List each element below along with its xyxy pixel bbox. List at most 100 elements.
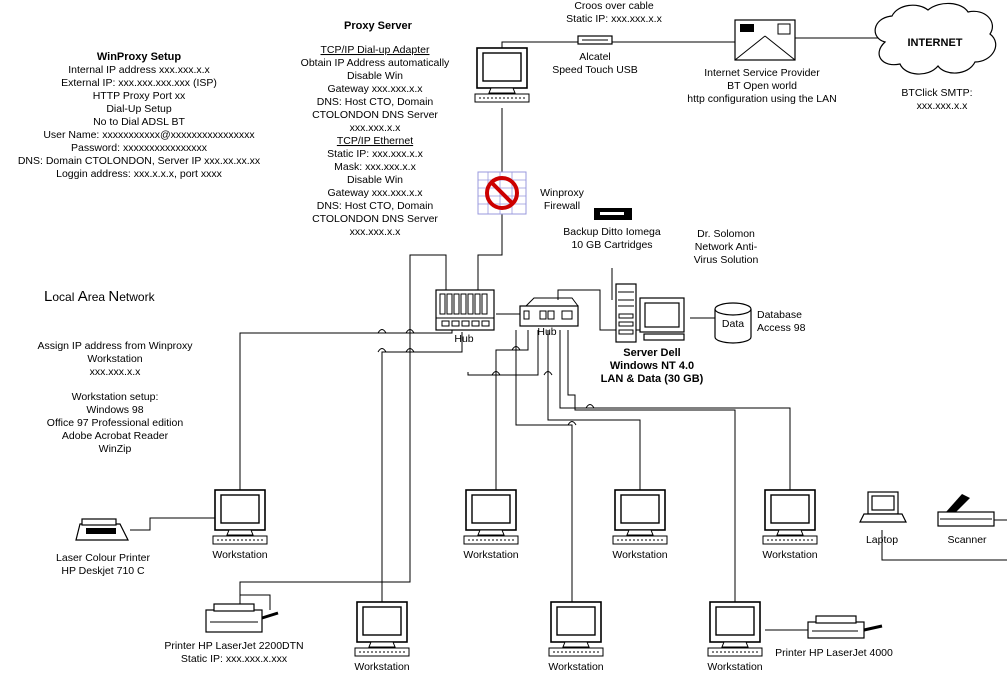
ethernet-line: Static IP: xxx.xxx.x.x [327,148,423,160]
winproxy-line: Loggin address: xxx.x.x.x, port xxxx [56,168,222,180]
workstation-computer-icon: Workstation [762,489,818,561]
ethernet-line: CTOLONDON DNS Server [312,213,438,225]
winproxy-line: Dial-Up Setup [106,103,172,115]
winproxy-line: User Name: xxxxxxxxxxx@xxxxxxxxxxxxxxxx [43,129,255,141]
modem-icon [577,35,613,45]
ws-setup-line: Adobe Acrobat Reader [62,430,169,442]
laptop-icon [859,491,907,523]
smtp-ip-label: xxx.xxx.x.x [917,100,969,112]
winproxy-line: Internal IP address xxx.xxx.x.x [68,64,210,76]
winproxy-line: Password: xxxxxxxxxxxxxxxx [71,142,208,154]
winproxy-line: HTTP Proxy Port xx [93,90,186,102]
dialup-line: xxx.xxx.x.x [350,122,402,134]
ws-setup-line: WinZip [99,443,132,455]
workstation-label: Workstation [463,549,518,561]
workstation-label: Workstation [612,549,667,561]
backup-drive-icon [594,208,632,220]
printer-4000-label: Printer HP LaserJet 4000 [775,647,893,659]
ws-setup-line: Windows 98 [86,404,143,416]
workstation-computer-icon: Workstation [612,489,668,561]
workstation-computer-icon: Workstation [212,489,268,561]
lan-rest: ocal [52,290,77,304]
main-hub-label: Hub [454,333,473,345]
database-label: Data [722,318,744,330]
workstation-label: Workstation [762,549,817,561]
ethernet-heading: TCP/IP Ethernet [337,135,413,147]
laser-colour-label: Laser Colour Printer [56,552,150,564]
dialup-line: Gateway xxx.xxx.x.x [327,83,423,95]
ethernet-line: Gateway xxx.xxx.x.x [327,187,423,199]
laser-colour-printer-icon [75,518,129,541]
firewall-type-label: Firewall [544,200,580,212]
isp-config-label: http configuration using the LAN [687,93,836,105]
workstation-label: Workstation [707,661,762,673]
proxy-server-title: Proxy Server [344,20,413,32]
workstation-label: Workstation [212,549,267,561]
ethernet-line: Disable Win [347,174,403,186]
second-hub-icon [519,297,579,327]
winproxy-line: No to Dial ADSL BT [93,116,185,128]
smtp-label: BTClick SMTP: [901,87,972,99]
workstation-computer-icon: Workstation [354,601,410,673]
workstation-label: Workstation [354,661,409,673]
assign-ip-label: Assign IP address from Winproxy [37,340,193,352]
database-version-label: Access 98 [757,322,806,334]
lan-title: Local Area Network [44,288,156,305]
scanner-icon [937,494,995,527]
modem-label: Alcatel [579,51,611,63]
proxy-server-computer-icon [474,47,530,103]
cable-label: Croos over cable [574,0,654,12]
winproxy-setup-title: WinProxy Setup [97,51,182,63]
workstation-computer-icon: Workstation [707,601,763,673]
workstation-label: Workstation [548,661,603,673]
isp-envelope-icon [734,19,796,61]
dialup-adapter-lines: Obtain IP Address automatically Disable … [301,57,450,134]
antivirus-label: Dr. Solomon [697,228,755,240]
ws-setup-line: Office 97 Professional edition [47,417,184,429]
second-hub-label: Hub [537,326,556,338]
firewall-label: Winproxy [540,187,585,199]
ethernet-line: xxx.xxx.x.x [350,226,402,238]
ws-setup-label: Workstation setup: [72,391,159,403]
dialup-line: Obtain IP Address automatically [301,57,450,69]
network-wires [130,37,1007,631]
internet-cloud: INTERNET [874,2,997,75]
winproxy-line: External IP: xxx.xxx.xxx.xxx (ISP) [61,77,217,89]
antivirus-line: Network Anti- [695,241,758,253]
firewall-icon [477,171,527,215]
printer-2200-label: Printer HP LaserJet 2200DTN [164,640,303,652]
dialup-line: CTOLONDON DNS Server [312,109,438,121]
winproxy-line: DNS: Domain CTOLONDON, Server IP xxx.xx.… [18,155,261,167]
printer-2200-ip-label: Static IP: xxx.xxx.x.xxx [181,653,288,665]
database-cylinder-icon: Data [714,302,752,344]
workstation-computer-icon: Workstation [463,489,519,561]
server-tower-icon [615,283,637,343]
cable-ip-label: Static IP: xxx.xxx.x.x [566,13,662,25]
backup-label: Backup Ditto Iomega [563,226,661,238]
scanner-label: Scanner [947,534,987,546]
ethernet-line: Mask: xxx.xxx.x.x [334,161,416,173]
modem-model-label: Speed Touch USB [552,64,638,76]
dialup-adapter-heading: TCP/IP Dial-up Adapter [321,44,430,56]
laptop-label: Laptop [866,534,898,546]
ethernet-lines: Static IP: xxx.xxx.x.x Mask: xxx.xxx.x.x… [312,148,438,238]
winproxy-setup-lines: Internal IP address xxx.xxx.x.x External… [18,64,261,180]
lan-cap: N [108,288,119,305]
server-storage-label: LAN & Data (30 GB) [601,373,704,385]
main-hub-icon [435,289,495,331]
server-label: Server Dell [623,347,680,359]
antivirus-line: Virus Solution [694,254,759,266]
lan-cap: A [78,288,88,305]
lan-cap: L [44,288,52,305]
lan-rest: etwork [119,290,155,304]
ethernet-line: DNS: Host CTO, Domain [317,200,434,212]
backup-cartridges-label: 10 GB Cartridges [571,239,652,251]
assign-ip-line: xxx.xxx.x.x [90,366,142,378]
server-monitor-icon [639,297,685,341]
workstation-computer-icon: Workstation [548,601,604,673]
dialup-line: Disable Win [347,70,403,82]
internet-label: INTERNET [908,37,963,49]
printer-2200-icon [205,603,279,633]
